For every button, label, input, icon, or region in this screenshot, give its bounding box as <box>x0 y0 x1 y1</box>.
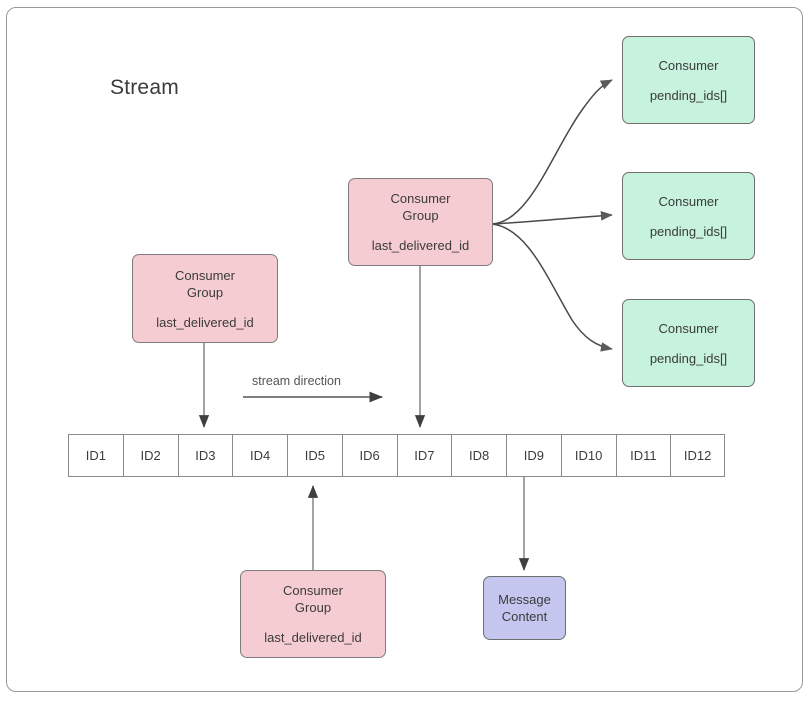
stream-cell[interactable]: ID5 <box>287 434 342 477</box>
stream-cell[interactable]: ID4 <box>232 434 287 477</box>
stream-cell[interactable]: ID8 <box>451 434 506 477</box>
consumer-2-title: Consumer <box>658 193 719 209</box>
stream-cell[interactable]: ID10 <box>560 434 616 477</box>
consumer-2[interactable]: Consumer pending_ids[] <box>622 172 755 260</box>
consumer-group-left-field: last_delivered_id <box>156 314 254 330</box>
consumer-group-bottom-field: last_delivered_id <box>264 630 362 645</box>
consumer-3-title: Consumer <box>658 320 719 336</box>
consumer-group-middle[interactable]: Consumer Group last_delivered_id <box>348 178 493 266</box>
consumer-group-bottom-title: Consumer Group <box>283 583 343 615</box>
consumer-3[interactable]: Consumer pending_ids[] <box>622 299 755 387</box>
stream-cell[interactable]: ID6 <box>341 434 397 477</box>
consumer-1[interactable]: Consumer pending_ids[] <box>622 36 755 124</box>
stream-cell[interactable]: ID12 <box>670 434 725 477</box>
consumer-group-left[interactable]: Consumer Group last_delivered_id <box>132 254 278 343</box>
message-content-node[interactable]: Message Content <box>483 576 566 640</box>
stream-cell[interactable]: ID3 <box>177 434 233 477</box>
stream-cell[interactable]: ID9 <box>506 434 561 477</box>
stream-direction-label: stream direction <box>252 374 341 388</box>
page-title: Stream <box>110 76 179 99</box>
consumer-group-middle-title: Consumer Group <box>390 191 451 223</box>
stream-cell[interactable]: ID2 <box>122 434 178 477</box>
stream-row: ID1 ID2 ID3 ID4 ID5 ID6 ID7 ID8 ID9 ID10… <box>68 434 725 477</box>
consumer-1-field: pending_ids[] <box>649 87 728 103</box>
consumer-group-middle-field: last_delivered_id <box>371 238 470 253</box>
consumer-group-bottom[interactable]: Consumer Group last_delivered_id <box>240 570 386 658</box>
consumer-2-field: pending_ids[] <box>649 223 728 239</box>
message-content-title: Message Content <box>498 592 551 624</box>
consumer-3-field: pending_ids[] <box>649 350 728 366</box>
consumer-1-title: Consumer <box>658 57 719 73</box>
stream-cell[interactable]: ID7 <box>396 434 452 477</box>
stream-cell[interactable]: ID11 <box>615 434 671 477</box>
consumer-group-left-title: Consumer Group <box>175 267 235 300</box>
stream-cell[interactable]: ID1 <box>68 434 123 477</box>
